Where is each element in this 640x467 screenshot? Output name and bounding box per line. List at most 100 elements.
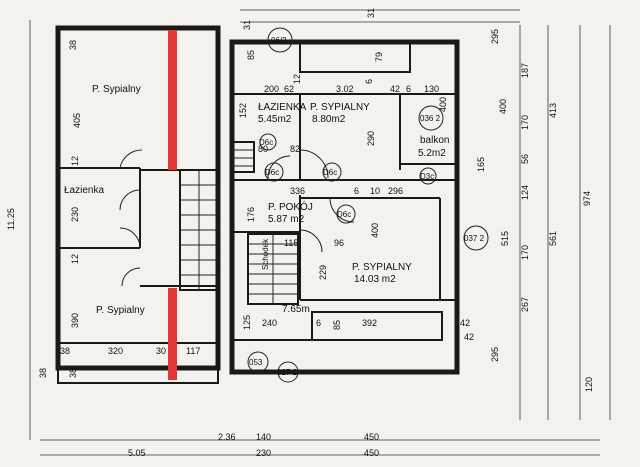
door-tag-5: D3c — [419, 167, 437, 185]
dim-right-515: 515 — [500, 231, 510, 246]
dim-top-31a: 31 — [242, 20, 252, 30]
dim-left-38b: 38 — [38, 368, 48, 378]
dim-top-85: 85 — [246, 50, 256, 60]
dim-center-152: 152 — [238, 103, 248, 118]
dim-top-295: 295 — [490, 29, 500, 44]
dim-center-392: 392 — [362, 318, 377, 328]
dim-right-187: 187 — [520, 63, 530, 78]
svg-text:053: 053 — [249, 358, 263, 367]
dim-right-124: 124 — [520, 185, 530, 200]
dim-right-170a: 170 — [520, 115, 530, 130]
dim-right-56: 56 — [520, 154, 530, 164]
room-area-bedroom-top-right: 8.80m2 — [312, 114, 346, 125]
dim-center-80: 80 — [258, 144, 268, 154]
left-door-arcs — [119, 149, 143, 287]
dim-right-295: 295 — [490, 347, 500, 362]
dim-center-6d: 6 — [316, 318, 321, 328]
tag-036: 036 2 — [418, 105, 444, 131]
svg-text:D6c: D6c — [265, 168, 279, 177]
tag-062: 06/2 — [267, 27, 293, 53]
dim-center-10: 10 — [370, 186, 380, 196]
dim-bottom-row-117: 117 — [186, 346, 200, 356]
dim-bottom-450b: 450 — [364, 448, 379, 458]
right-wing-walls — [229, 39, 460, 375]
dim-top-6b: 6 — [406, 84, 411, 94]
room-label-bedroom-top-right: P. SYPIALNY — [310, 102, 370, 113]
stairs-right — [231, 141, 299, 305]
dim-bottom-236: 2.36 — [218, 432, 236, 442]
svg-text:036 2: 036 2 — [420, 114, 441, 123]
room-label-bedroom-bottom-left: P. Sypialny — [96, 305, 145, 316]
dim-center-6c: 6 — [354, 186, 359, 196]
dim-right-42: 42 — [464, 332, 474, 342]
dim-left-12a: 12 — [70, 156, 80, 166]
dim-right-170b: 170 — [520, 245, 530, 260]
dim-right-267: 267 — [520, 297, 530, 312]
dim-right-561: 561 — [548, 231, 558, 246]
svg-text:D6c: D6c — [323, 168, 337, 177]
dim-center-290: 290 — [366, 131, 376, 146]
svg-text:D6c: D6c — [337, 210, 351, 219]
room-area-bathroom-center: 5.45m2 — [258, 114, 292, 125]
dim-left-230: 230 — [70, 207, 80, 222]
stairs-left — [179, 169, 219, 291]
dim-bottom-450a: 450 — [364, 432, 379, 442]
door-tag-1: D6c — [264, 162, 284, 182]
tag-053: 053 — [247, 351, 269, 373]
dim-top-12: 12 — [292, 74, 302, 84]
dim-bottom-row-38: 38 — [60, 346, 70, 356]
dim-left-38c: 38 — [68, 368, 78, 378]
dim-bottom-row-30: 30 — [156, 346, 166, 356]
dimension-lines — [29, 9, 611, 456]
right-door-arcs — [267, 149, 355, 253]
dim-left-12b: 12 — [70, 254, 80, 264]
dim-center-125: 125 — [242, 315, 252, 330]
room-label-bathroom-center: ŁAZIENKA — [258, 102, 307, 113]
svg-text:037 2: 037 2 — [464, 234, 485, 243]
red-marker-top — [168, 30, 177, 170]
dim-center-400: 400 — [370, 223, 380, 238]
dim-bottom-row-320: 320 — [108, 346, 123, 356]
dim-right-974: 974 — [582, 191, 592, 206]
dim-bottom-230: 230 — [256, 448, 271, 458]
stair-label: Schodek — [261, 238, 270, 270]
dim-center-336: 336 — [290, 186, 305, 196]
room-label-balcony: balkon — [420, 135, 449, 146]
dim-center-85: 85 — [332, 320, 342, 330]
room-label-center: P. POKÓJ — [268, 200, 313, 213]
dim-left-405: 405 — [72, 113, 82, 128]
dim-center-42: 42 — [460, 318, 470, 328]
red-marker-bottom — [168, 288, 177, 380]
tag-037: 037 2 — [463, 225, 489, 251]
door-tag-3: D6c — [336, 204, 356, 224]
dim-center-165: 165 — [476, 157, 486, 172]
dim-center-176: 176 — [246, 207, 256, 222]
svg-text:D6c: D6c — [259, 138, 273, 147]
dim-right-400: 400 — [498, 99, 508, 114]
dim-top-79: 79 — [374, 52, 384, 62]
dim-top-31b: 31 — [366, 8, 376, 18]
room-label-bedroom-top-left: P. Sypialny — [92, 84, 141, 95]
svg-text:027 2: 027 2 — [277, 368, 298, 377]
dim-top-42: 42 — [390, 84, 400, 94]
dim-left-38a: 38 — [68, 40, 78, 50]
dim-left-390: 390 — [70, 313, 80, 328]
dim-top-200: 200 — [264, 84, 279, 94]
tag-027: 027 2 — [277, 361, 299, 383]
dim-center-296: 296 — [388, 186, 403, 196]
dim-top-130: 130 — [424, 84, 439, 94]
dim-right-120: 120 — [584, 377, 594, 392]
dim-center-400b: 400 — [438, 97, 448, 112]
left-wing-walls — [55, 25, 221, 384]
dim-center-96: 96 — [334, 238, 344, 248]
room-area-center: 5.87 m2 — [268, 214, 305, 225]
dim-center-82: 82 — [290, 144, 300, 154]
dim-right-413: 413 — [548, 103, 558, 118]
dim-top-6a: 6 — [364, 79, 374, 84]
room-label-bedroom-right: P. SYPIALNY — [352, 262, 412, 273]
dim-left-1125: 11.25 — [6, 208, 16, 230]
dim-center-229: 229 — [318, 265, 328, 280]
dim-top-302: 3.02 — [336, 84, 354, 94]
room-area-bedroom-right: 14.03 m2 — [354, 274, 396, 285]
